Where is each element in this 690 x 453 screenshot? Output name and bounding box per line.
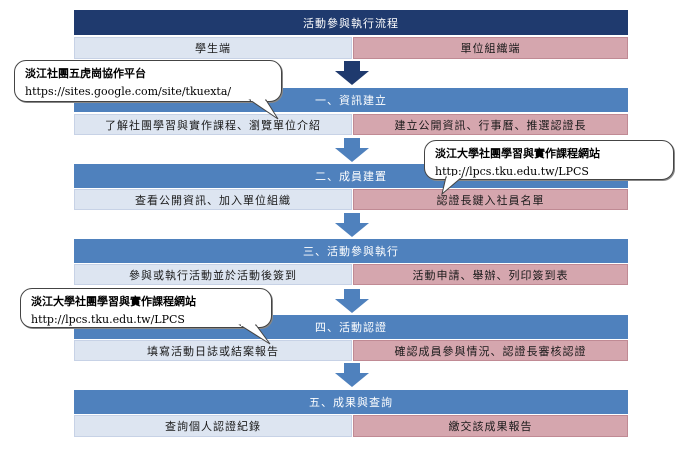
stage-4-student: 填寫活動日誌或結案報告: [74, 340, 352, 361]
stage-3-student: 參與或執行活動並於活動後簽到: [74, 264, 352, 285]
callout-platform-tail: [248, 99, 279, 120]
callout-course-site-2: 淡江大學社團學習與實作課程網站 http://lpcs.tku.edu.tw/L…: [20, 288, 272, 328]
stage-1-unit: 建立公開資訊、行事曆、推選認證長: [353, 114, 628, 135]
stage-3-title: 三、活動參與執行: [74, 239, 628, 263]
callout-course-site-1-tail: [441, 176, 464, 196]
flow-title: 活動參與執行流程: [74, 10, 628, 35]
callout-course-site-1-url[interactable]: http://lpcs.tku.edu.tw/LPCS: [435, 165, 589, 178]
callout-course-site-1-title: 淡江大學社團學習與實作課程網站: [435, 147, 600, 160]
stage-5-student: 查詢個人認證紀錄: [74, 415, 352, 437]
callout-course-site-2-tail: [238, 324, 271, 345]
stage-3-unit: 活動申請、舉辦、列印簽到表: [353, 264, 628, 285]
stage-1-student: 了解社團學習與實作課程、瀏覽單位介紹: [74, 114, 352, 135]
stage-2-unit: 認證長鍵入社員名單: [353, 189, 628, 210]
callout-course-site-2-title: 淡江大學社團學習與實作課程網站: [31, 295, 196, 308]
callout-platform: 淡江社團五虎崗協作平台 https://sites.google.com/sit…: [14, 60, 282, 102]
unit-side-label: 單位組織端: [353, 37, 628, 59]
callout-platform-title: 淡江社團五虎崗協作平台: [25, 67, 146, 80]
callout-course-site-2-url[interactable]: http://lpcs.tku.edu.tw/LPCS: [31, 313, 185, 326]
stage-5-title: 五、成果與查詢: [74, 390, 628, 414]
student-side-label: 學生端: [74, 37, 352, 59]
stage-5-unit: 繳交該成果報告: [353, 415, 628, 437]
stage-2-student: 查看公開資訊、加入單位組織: [74, 189, 352, 210]
callout-platform-url[interactable]: https://sites.google.com/site/tkuexta/: [25, 85, 232, 98]
callout-course-site-1: 淡江大學社團學習與實作課程網站 http://lpcs.tku.edu.tw/L…: [424, 140, 674, 180]
stage-4-unit: 確認成員參與情況、認證長審核認證: [353, 340, 628, 361]
